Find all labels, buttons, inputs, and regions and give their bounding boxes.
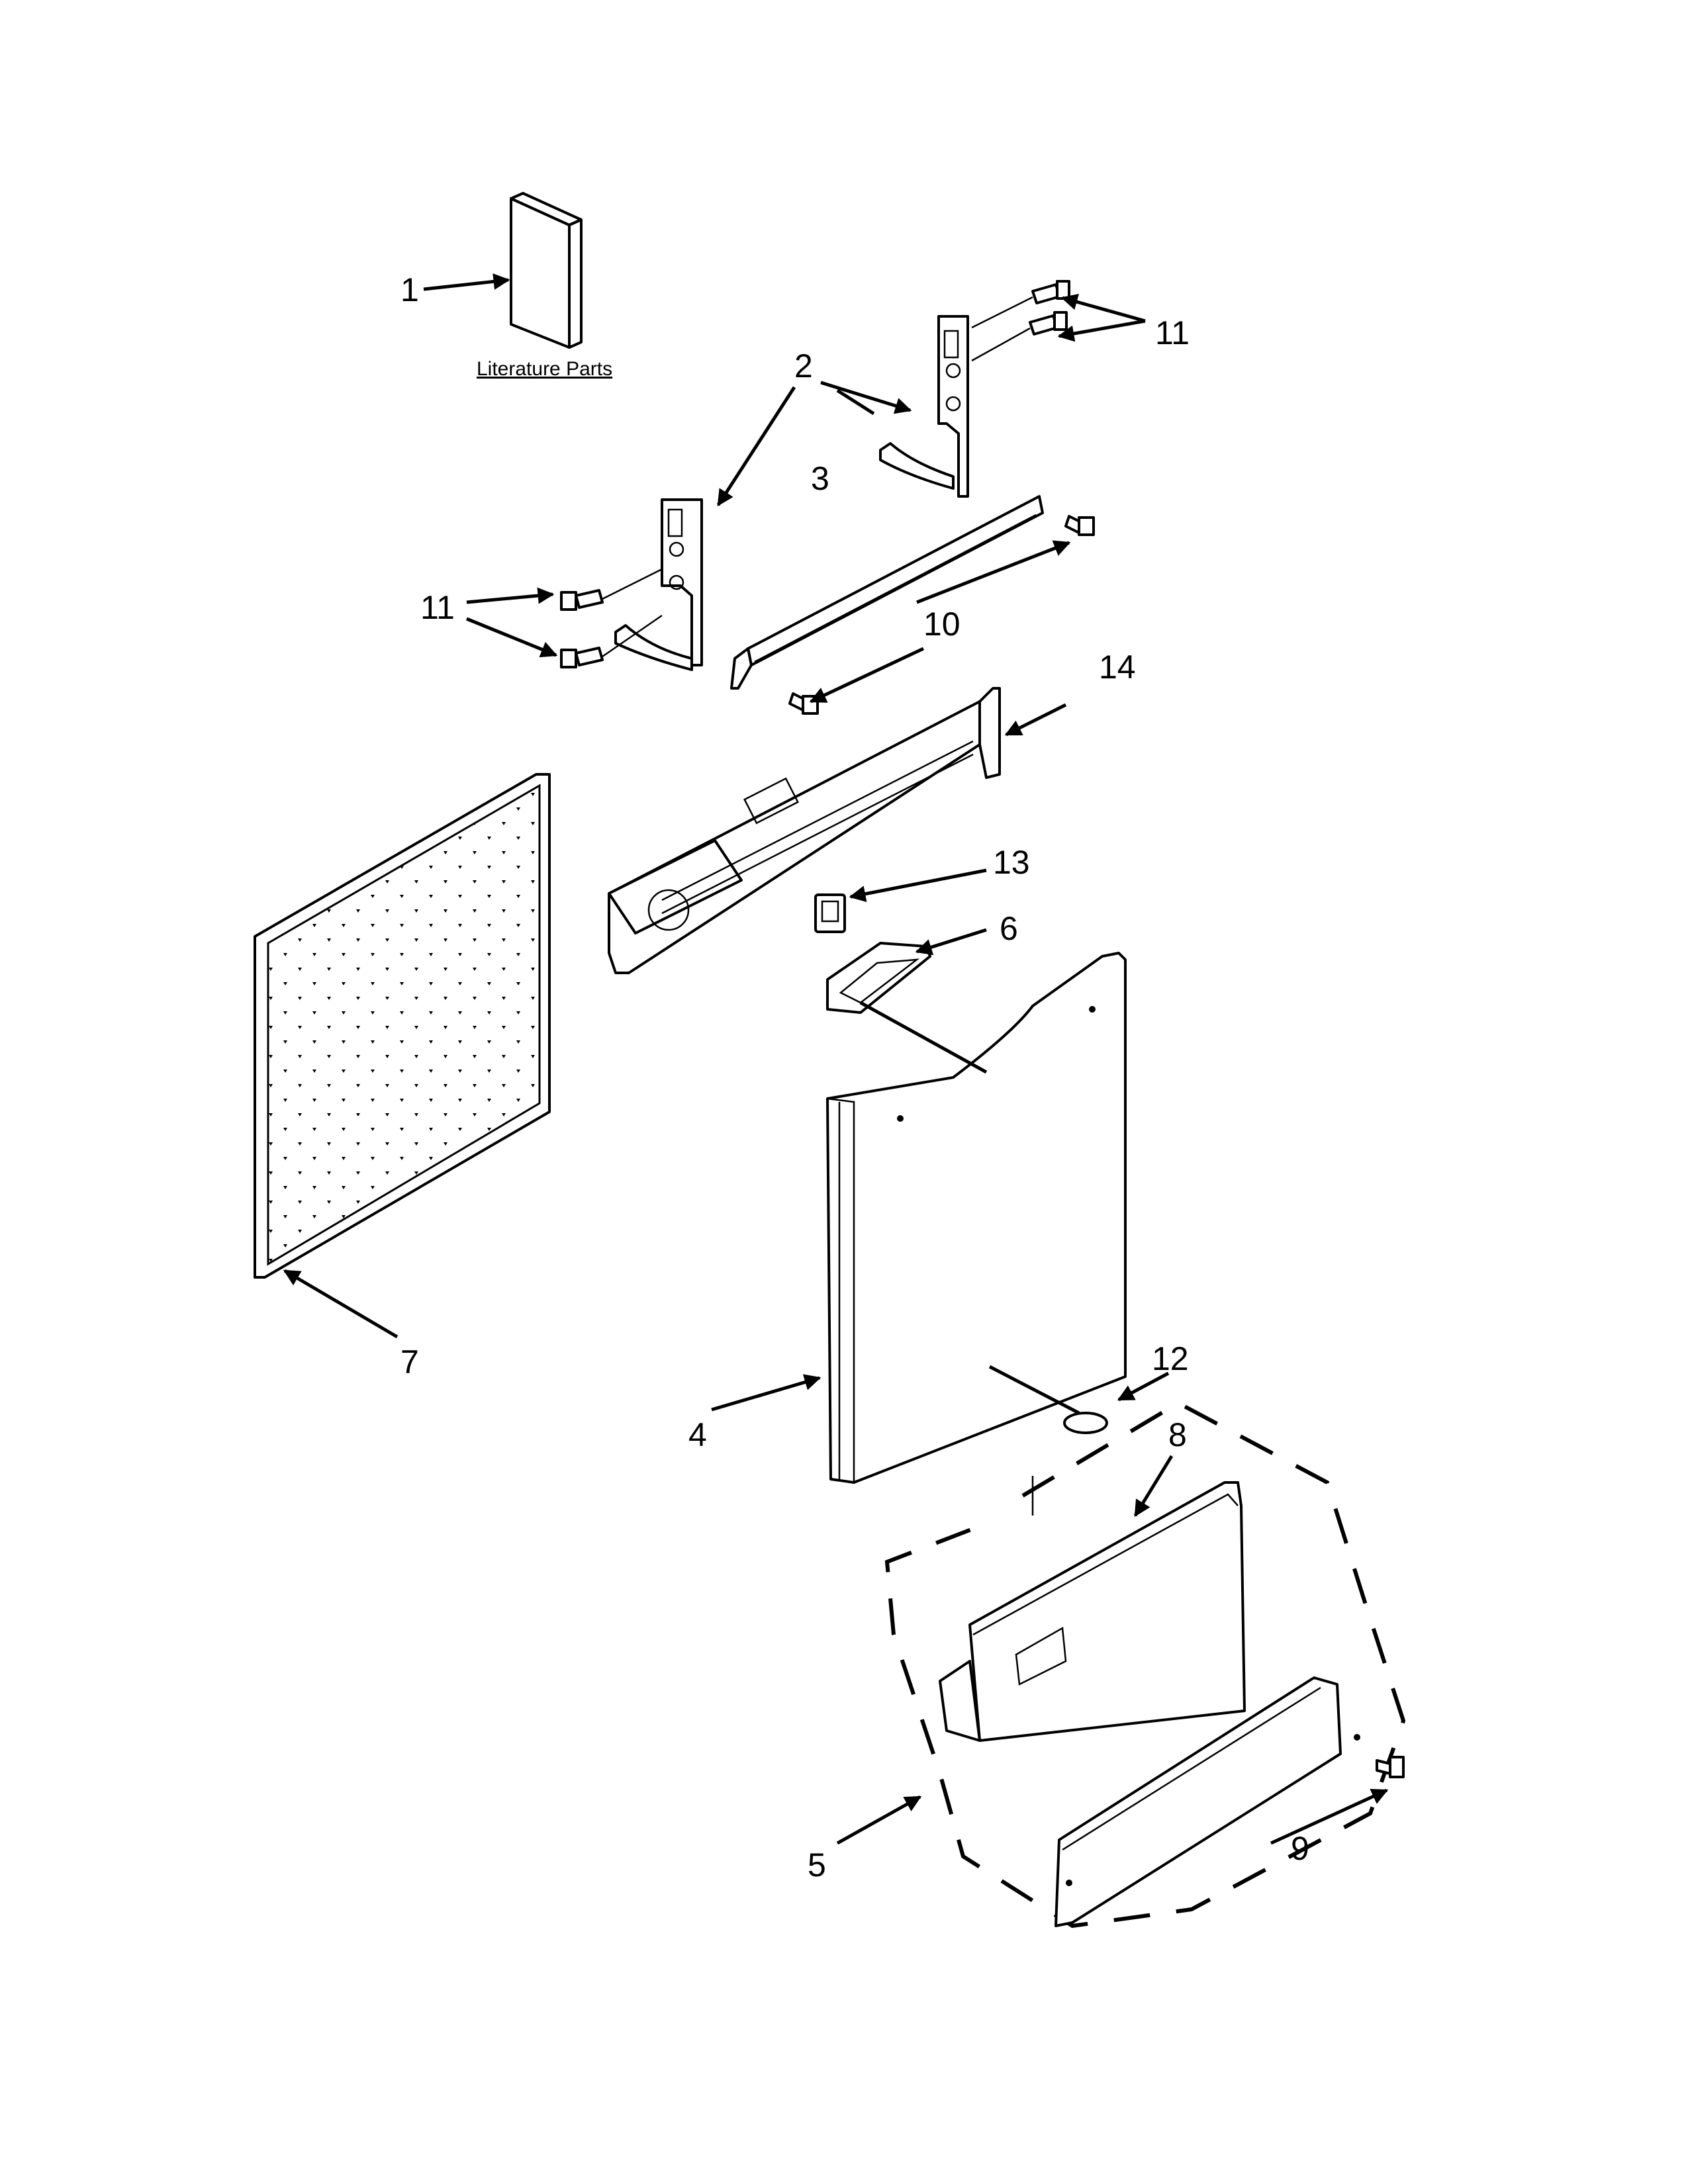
callout-10: 10 xyxy=(923,606,961,643)
assembly-5-boundary xyxy=(884,1400,1406,1929)
callout-13: 13 xyxy=(993,844,1030,881)
handle-insert[interactable] xyxy=(826,942,931,1014)
callout-3: 3 xyxy=(811,460,829,497)
screw-11-left-lower[interactable] xyxy=(560,647,604,668)
callout-5: 5 xyxy=(808,1846,826,1884)
insulation-panel[interactable] xyxy=(254,773,551,1279)
outer-door-panel[interactable] xyxy=(826,952,1127,1484)
literature-parts-caption: Literature Parts xyxy=(477,358,612,380)
screw-10-right[interactable] xyxy=(1064,515,1095,536)
callout-14: 14 xyxy=(1099,649,1136,686)
callout-1: 1 xyxy=(400,271,419,308)
lower-access-panel[interactable] xyxy=(1055,1676,1360,1927)
control-panel-front[interactable] xyxy=(939,1481,1246,1742)
callout-12: 12 xyxy=(1152,1340,1189,1377)
right-hinge-bracket[interactable] xyxy=(879,315,969,498)
callout-6: 6 xyxy=(1000,910,1018,947)
callout-11-left: 11 xyxy=(420,589,455,626)
callout-11-right: 11 xyxy=(1155,314,1190,351)
plug[interactable] xyxy=(1063,1412,1108,1434)
latch-clip[interactable] xyxy=(814,893,846,933)
screw-11-right-lower[interactable] xyxy=(1029,311,1068,336)
screw-10-left[interactable] xyxy=(788,692,819,715)
callout-8: 8 xyxy=(1168,1416,1187,1453)
leader-lines xyxy=(283,273,1389,1845)
mounting-rail[interactable] xyxy=(730,495,1044,690)
control-console[interactable] xyxy=(608,687,1001,974)
callout-4: 4 xyxy=(688,1416,707,1453)
left-hinge-bracket[interactable] xyxy=(614,498,703,671)
screw-9[interactable] xyxy=(1376,1756,1405,1778)
callout-7: 7 xyxy=(400,1343,419,1381)
screw-11-left-upper[interactable] xyxy=(560,589,604,611)
literature-book[interactable] xyxy=(510,192,583,349)
callout-9: 9 xyxy=(1291,1830,1309,1867)
callout-2: 2 xyxy=(794,347,813,385)
